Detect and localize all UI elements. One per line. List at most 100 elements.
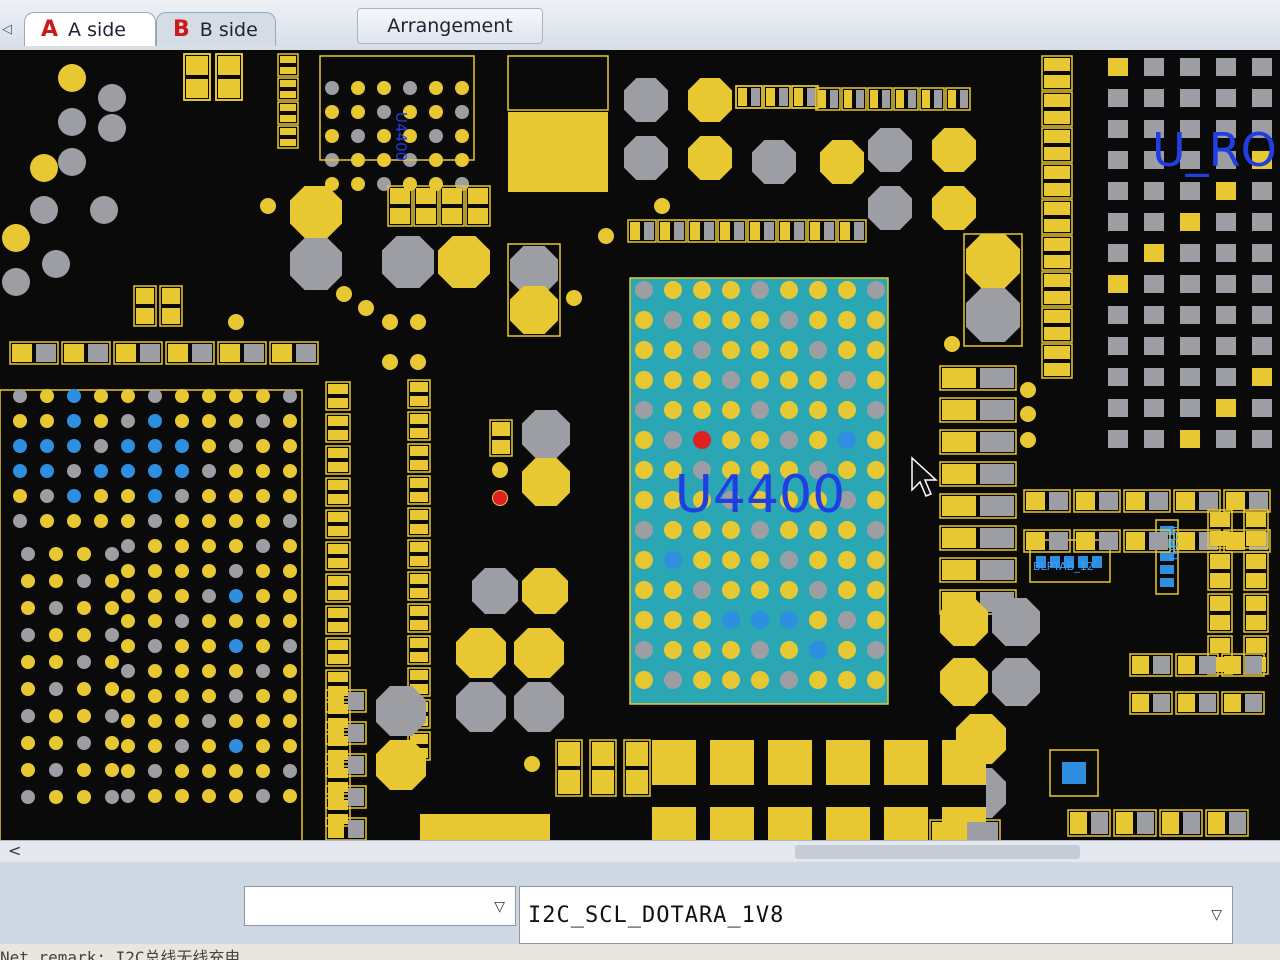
square-pad [1108,58,1128,76]
via-pad [524,756,540,772]
ball-pad [283,514,297,528]
ball-pad [809,521,827,539]
ball-pad [40,489,54,503]
component-outline [1041,235,1073,271]
component-outline [407,411,431,441]
horizontal-scrollbar[interactable]: < [0,840,1280,863]
pad [750,222,760,240]
pad [810,222,820,240]
ball-pad [809,371,827,389]
ball-pad [722,461,740,479]
ball-pad [664,401,682,419]
pad [1049,492,1068,510]
pad [328,430,348,440]
octagon-pad [688,136,732,180]
ball-pad [751,281,769,299]
ball-pad [30,154,58,182]
pad [1210,512,1230,527]
ball-pad [780,491,798,509]
pad-gap [942,785,986,807]
component-outline [489,419,513,457]
net-combo[interactable]: I2C_SCL_DOTARA_1V8 ▽ [519,886,1233,944]
via-pad [1020,432,1036,448]
ball-pad [635,461,653,479]
ball-pad [664,551,682,569]
ball-pad [693,371,711,389]
octagon-pad [940,658,988,706]
ball-pad [77,655,91,669]
arrangement-button[interactable]: Arrangement [357,8,543,44]
net-pad [1062,762,1086,784]
ball-pad [121,664,135,678]
chevron-down-icon[interactable]: ▽ [494,899,505,915]
component-outline [1175,653,1219,677]
component-outline [1123,529,1171,553]
ball-pad [77,736,91,750]
via-pad [654,198,670,214]
square-pad [1144,399,1164,417]
scroll-left-icon[interactable]: < [8,841,22,860]
pad [908,90,916,108]
pcb-canvas[interactable]: U4400 U4400 U_RO BLPTAB_12 U3301 [0,50,1280,840]
ball-pad [867,431,885,449]
component-outline [623,739,651,797]
ball-pad [867,371,885,389]
square-pad [1180,306,1200,324]
ball-pad [67,464,81,478]
pad [1099,532,1118,550]
ball-pad [94,514,108,528]
ball-pad [67,489,81,503]
ball-pad [722,551,740,569]
ball-pad [751,401,769,419]
pad [980,432,1014,452]
tab-b-side[interactable]: B B side [156,12,276,46]
octagon-pad [932,186,976,230]
pad [1099,492,1118,510]
component-outline [325,753,367,777]
ball-pad [229,739,243,753]
square-pad [1252,368,1272,386]
tab-a-side[interactable]: A A side [24,12,156,46]
octagon-pad [992,598,1040,646]
pad-gap [652,785,696,807]
pad [468,188,488,204]
ball-pad [693,281,711,299]
pad [1210,615,1230,630]
ball-pad [21,574,35,588]
tab-scroll-left-icon[interactable]: ◁ [2,22,12,37]
octagon-pad [510,246,558,294]
ball-pad [90,196,118,224]
ball-pad [635,491,653,509]
pad [328,686,348,696]
square-pad [1180,275,1200,293]
ball-pad [229,439,243,453]
ball-pad [693,401,711,419]
pcb-board[interactable]: U4400 U4400 U_RO BLPTAB_12 U3301 [0,50,1280,840]
ball-pad [751,521,769,539]
octagon-pad [290,186,342,238]
scroll-thumb[interactable] [795,845,1080,859]
pad [1044,327,1070,340]
pad [410,620,428,630]
square-pad [1180,244,1200,262]
component-combo[interactable]: ▽ [244,886,516,926]
ball-pad [94,464,108,478]
ball-pad [202,514,216,528]
pad [390,208,410,224]
pad-layer [0,50,1280,840]
pad [328,814,348,824]
pad [390,188,410,204]
pad [348,756,364,774]
ball-pad [105,574,119,588]
ball-pad [175,489,189,503]
chevron-down-icon[interactable]: ▽ [1211,907,1222,923]
ball-pad [121,764,135,778]
component-outline [277,101,299,125]
ball-pad [121,589,135,603]
pad [807,88,816,106]
pad [1126,492,1145,510]
net-pad [1050,556,1060,568]
octagon-pad [932,128,976,172]
component-outline [1205,809,1249,837]
ball-pad [403,105,417,119]
